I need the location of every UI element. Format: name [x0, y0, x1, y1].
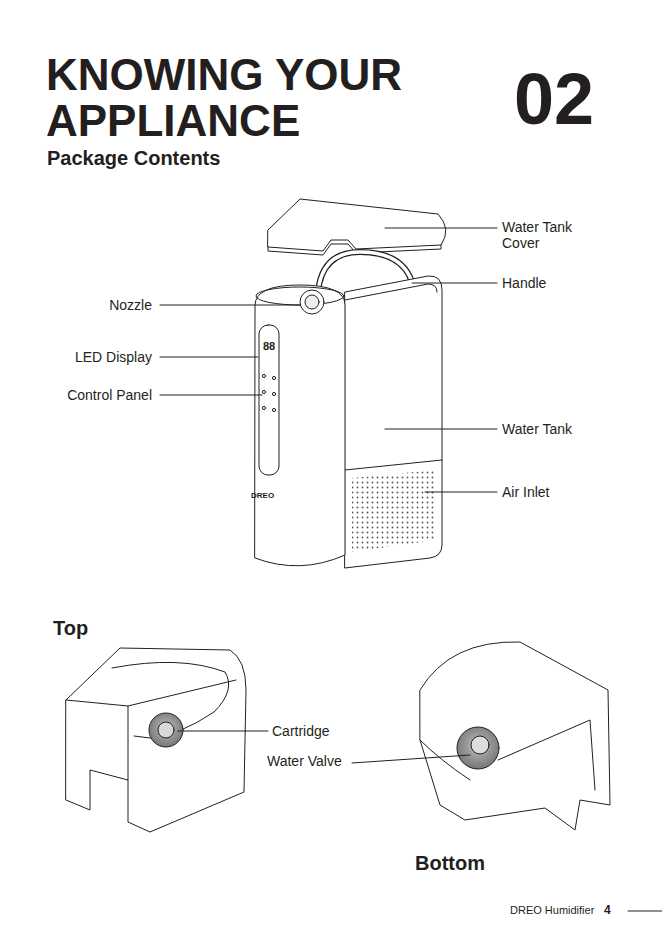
bottom-view — [420, 642, 610, 830]
control-strip — [259, 325, 279, 475]
part-label: Air Inlet — [502, 484, 549, 500]
part-label: Control Panel — [20, 387, 152, 403]
water-valve — [457, 727, 499, 769]
part-label: LED Display — [40, 349, 152, 365]
air-inlet-grille — [352, 470, 436, 552]
footer-text: DREO Humidifier — [510, 904, 594, 917]
brand-logo: DREO — [251, 491, 274, 500]
top-view — [66, 648, 246, 832]
page-title: KNOWING YOUR APPLIANCE — [46, 52, 446, 144]
part-label: Water Tank — [502, 421, 572, 437]
tank-body — [345, 276, 442, 568]
part-label: Water Tank Cover — [502, 219, 597, 251]
cartridge — [149, 713, 183, 747]
part-label: Water Valve — [267, 753, 342, 769]
front-column — [255, 285, 345, 566]
section-number: 02 — [514, 58, 594, 141]
part-label: Nozzle — [40, 297, 152, 313]
leader-lines — [160, 228, 662, 911]
view-heading: Top — [53, 617, 88, 640]
display-digits: 88 — [263, 340, 275, 353]
page-number: 4 — [604, 903, 611, 917]
tank-cover — [268, 199, 446, 251]
section-heading: Package Contents — [47, 147, 220, 170]
view-heading: Bottom — [415, 852, 485, 875]
part-label: Cartridge — [272, 723, 330, 739]
nozzle — [300, 290, 324, 314]
part-label: Handle — [502, 275, 546, 291]
